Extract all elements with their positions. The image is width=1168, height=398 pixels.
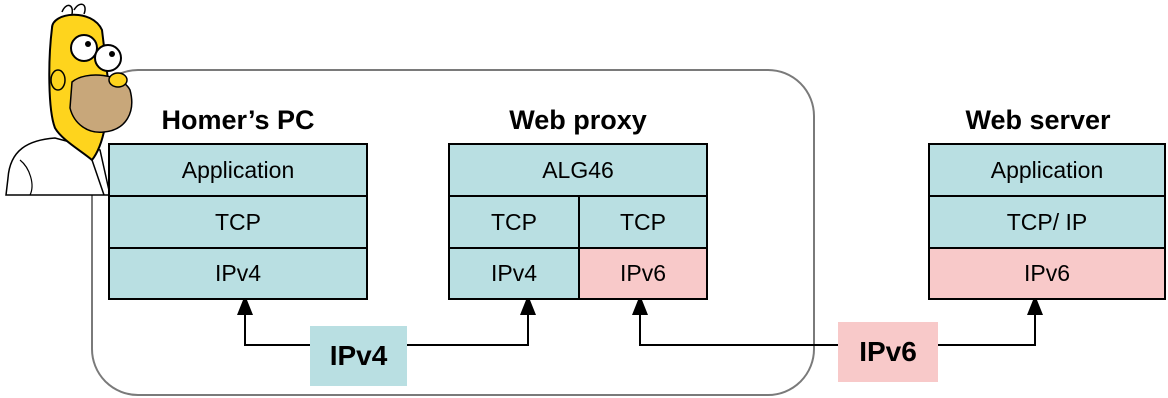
homer-pc-title: Homer’s PC [161,105,315,135]
ipv6-link-line [632,295,838,346]
ipv6-link-line-right [938,295,1043,346]
web-proxy-title: Web proxy [509,105,647,135]
homer-cartoon-icon [5,3,133,196]
ipv4-link-line [237,295,310,346]
homer-pc-ipv4-layer: IPv4 [108,247,368,300]
web-proxy-ipv6-layer: IPv6 [578,247,708,300]
web-proxy-tcp-right-layer: TCP [578,195,708,249]
web-server-application-layer: Application [928,143,1166,197]
proxy-domain-enclosure [91,69,815,396]
ipv4-link-line-right [407,295,536,346]
web-server-tcpip-layer: TCP/ IP [928,195,1166,249]
homer-pc-tcp-layer: TCP [108,195,368,249]
web-server-title: Web server [965,105,1111,135]
ipv4-link-tag: IPv4 [310,326,407,386]
web-proxy-tcp-left-layer: TCP [448,195,580,249]
ipv6-link-tag: IPv6 [838,322,938,382]
homer-pc-application-layer: Application [108,143,368,197]
web-server-ipv6-layer: IPv6 [928,247,1166,300]
web-proxy-ipv4-layer: IPv4 [448,247,580,300]
web-proxy-alg-layer: ALG46 [448,143,708,197]
